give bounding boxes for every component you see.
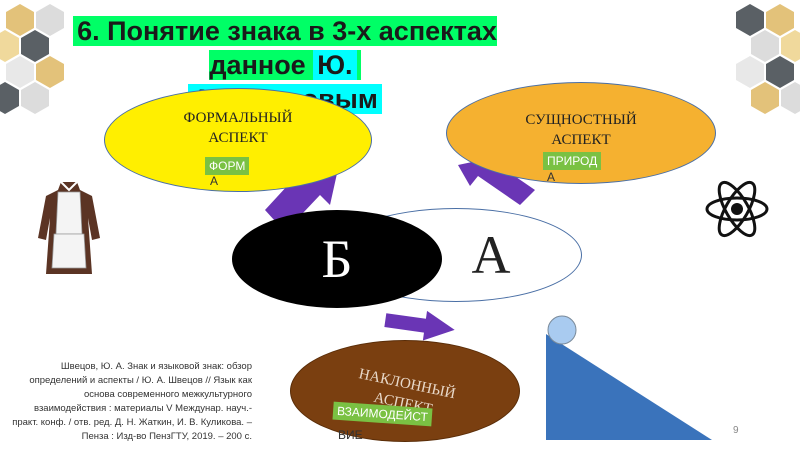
- slope-ball-icon: [546, 315, 712, 440]
- arrow-to-essential: [458, 155, 535, 205]
- arrow-to-inclined: [384, 310, 455, 341]
- page-number: 9: [733, 425, 739, 436]
- formal-aspect-label: ФОРМАЛЬНЫЙ АСПЕКТ: [183, 110, 293, 146]
- a-letter: А: [471, 225, 511, 285]
- inclined-tag-tail: ВИЕ: [338, 428, 363, 442]
- formal-tag: ФОРМ: [205, 157, 250, 175]
- b-letter: Б: [321, 229, 353, 289]
- atom-icon: [705, 180, 769, 238]
- essential-tag: ПРИРОД: [543, 152, 602, 170]
- slide-title: 6. Понятие знака в 3-х аспектах данное Ю…: [60, 14, 510, 116]
- dress-icon: [38, 181, 100, 274]
- formal-tag-tail: А: [210, 174, 219, 188]
- b-ellipse: Б: [232, 210, 442, 308]
- inclined-aspect-ellipse: НАКЛОННЫЙ АСПЕКТ: [290, 340, 520, 442]
- formal-aspect-ellipse: ФОРМАЛЬНЫЙ АСПЕКТ: [104, 88, 372, 192]
- essential-tag-tail: А: [547, 170, 556, 184]
- essential-aspect-label: СУЩНОСТНЫЙ АСПЕКТ: [525, 112, 637, 148]
- citation-text: Швецов, Ю. А. Знак и языковой знак: обзо…: [12, 361, 252, 442]
